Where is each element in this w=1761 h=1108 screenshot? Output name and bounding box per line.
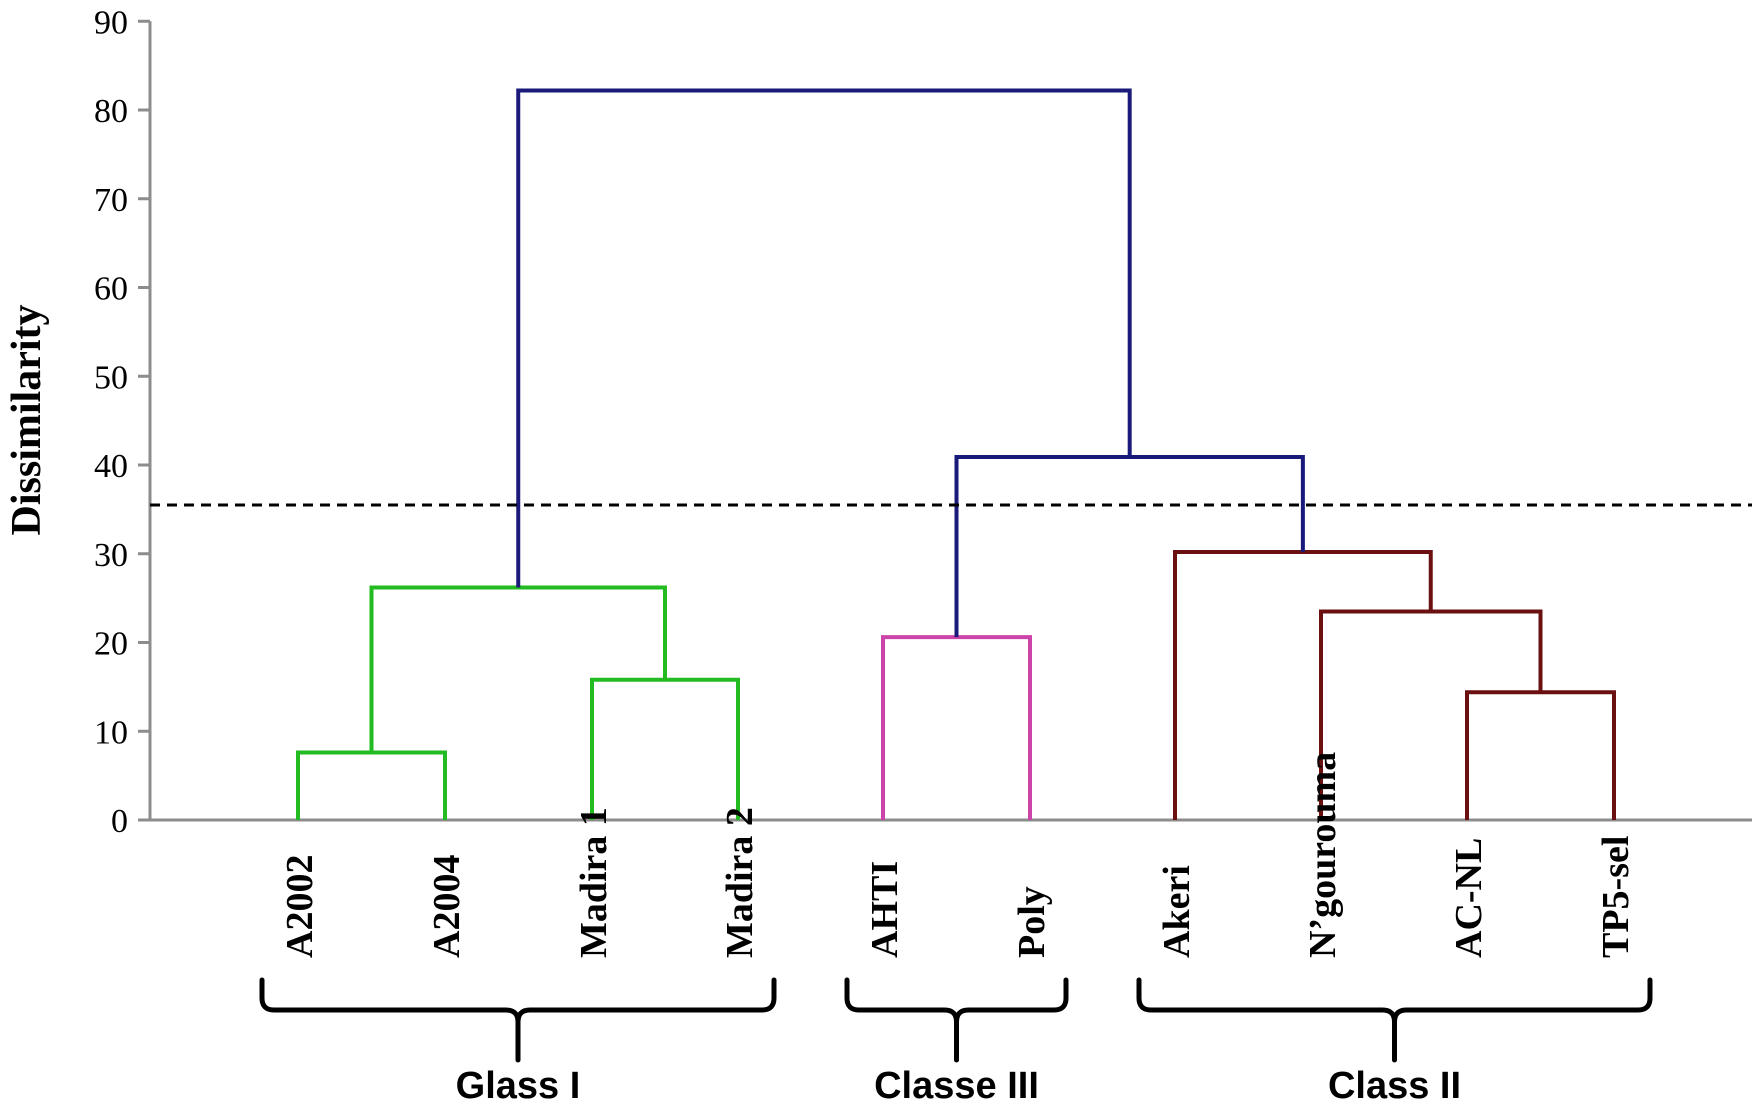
y-tick-label: 20: [94, 626, 128, 663]
dendrogram-branch: [881, 635, 1032, 820]
dendrogram-branches: [296, 88, 1616, 820]
y-tick-label: 50: [94, 359, 128, 396]
dendrogram-branch: [1465, 690, 1616, 820]
y-tick-label: 80: [94, 93, 128, 130]
y-tick-label: 90: [94, 4, 128, 41]
y-tick-label: 0: [111, 803, 128, 840]
leaf-label: AC-NL: [1448, 838, 1490, 958]
leaf-label: Poly: [1011, 886, 1053, 958]
leaf-label: Akeri: [1156, 865, 1198, 958]
y-axis-label: Dissimilarity: [4, 305, 50, 536]
group-label: Classe III: [874, 1065, 1039, 1107]
dendrogram-branch: [1319, 609, 1543, 820]
dendrogram-branch: [954, 455, 1305, 638]
dendrogram-branch: [590, 677, 740, 820]
leaf-label: TP5-sel: [1595, 836, 1637, 958]
leaf-label: N’gourouma: [1302, 752, 1344, 958]
group-brackets: Glass I Classe III Class II: [259, 977, 1653, 1107]
dendrogram-branch: [369, 585, 667, 753]
group-bracket: [844, 977, 1069, 1063]
dendrogram-branch: [296, 750, 447, 820]
leaf-label: AHTI: [864, 861, 906, 958]
dendrogram-branch: [516, 88, 1132, 588]
leaf-label: A2004: [426, 855, 468, 958]
y-tick-label: 60: [94, 271, 128, 308]
group-label: Glass I: [456, 1065, 581, 1107]
group-bracket: [1136, 977, 1653, 1063]
y-tick-label: 30: [94, 537, 128, 574]
y-tick-label: 40: [94, 448, 128, 485]
group-label: Class II: [1328, 1065, 1461, 1107]
y-tick-label: 70: [94, 182, 128, 219]
y-tick-label: 10: [94, 714, 128, 751]
axes: 0 10 20 30 40 50 60 70 80 90: [94, 4, 1752, 840]
leaf-labels: A2002 A2004 Madira 1 Madira 2 AHTI Poly Akeri N…: [279, 752, 1637, 958]
leaf-label: Madira 1: [573, 807, 615, 958]
leaf-label: Madira 2: [719, 807, 761, 958]
group-bracket: [259, 977, 777, 1063]
leaf-label: A2002: [279, 855, 321, 958]
